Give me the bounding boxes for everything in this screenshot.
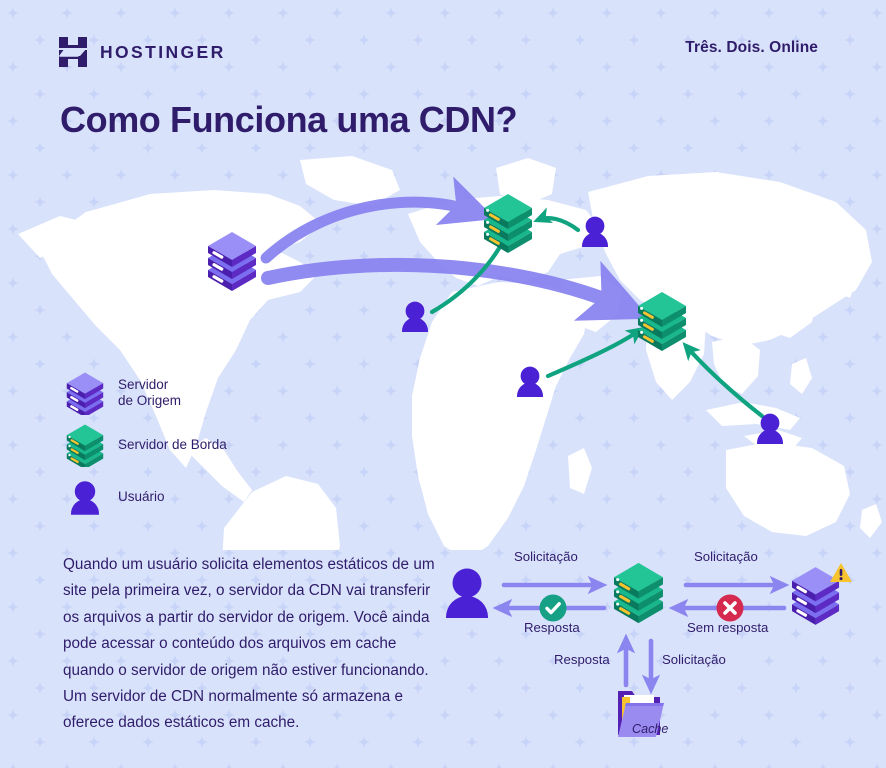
legend-item-label: Servidor de Borda bbox=[118, 437, 227, 452]
flow-node-origin-server bbox=[792, 567, 840, 625]
flow-label-origin-to-edge: Sem resposta bbox=[687, 620, 769, 635]
flow-label-user-to-edge: Solicitação bbox=[514, 549, 578, 564]
legend-item-label: Usuário bbox=[118, 489, 165, 504]
origin-server-icon bbox=[62, 370, 108, 416]
flow-node-edge-server bbox=[614, 562, 663, 624]
flow-label-edge-to-origin: Solicitação bbox=[694, 549, 758, 564]
page-header: HOSTINGER Três. Dois. Online bbox=[0, 36, 886, 72]
map-legend: Servidor de Origem Servidor de Borda Usu… bbox=[62, 370, 227, 526]
legend-item-edge-server: Servidor de Borda bbox=[62, 422, 227, 468]
brand-name: HOSTINGER bbox=[100, 42, 226, 62]
flow-label-edge-to-user: Resposta bbox=[524, 620, 580, 635]
x-circle-icon bbox=[716, 594, 744, 622]
edge-server-icon bbox=[62, 422, 108, 468]
page-title: Como Funciona uma CDN? bbox=[60, 99, 518, 140]
legend-item-origin-server: Servidor de Origem bbox=[62, 370, 227, 416]
flow-node-user bbox=[446, 568, 488, 618]
legend-item-label: Servidor de Origem bbox=[118, 377, 182, 408]
cdn-flow-diagram: Solicitação Resposta Solicitação Sem res… bbox=[440, 545, 886, 750]
flow-label-edge-to-cache: Solicitação bbox=[662, 652, 726, 667]
body-paragraph: Quando um usuário solicita elementos est… bbox=[63, 556, 435, 732]
check-circle-icon bbox=[539, 594, 567, 622]
map-node-user-west-africa bbox=[402, 301, 428, 332]
cache-folder-label: Cache bbox=[632, 722, 669, 736]
tagline: Três. Dois. Online bbox=[685, 39, 818, 56]
user-icon bbox=[62, 474, 108, 520]
legend-item-user: Usuário bbox=[62, 474, 227, 520]
brand[interactable]: HOSTINGER bbox=[58, 36, 226, 68]
flow-label-cache-to-edge: Resposta bbox=[554, 652, 610, 667]
hostinger-h-logo-icon bbox=[59, 37, 87, 67]
warning-triangle-icon bbox=[830, 563, 852, 582]
